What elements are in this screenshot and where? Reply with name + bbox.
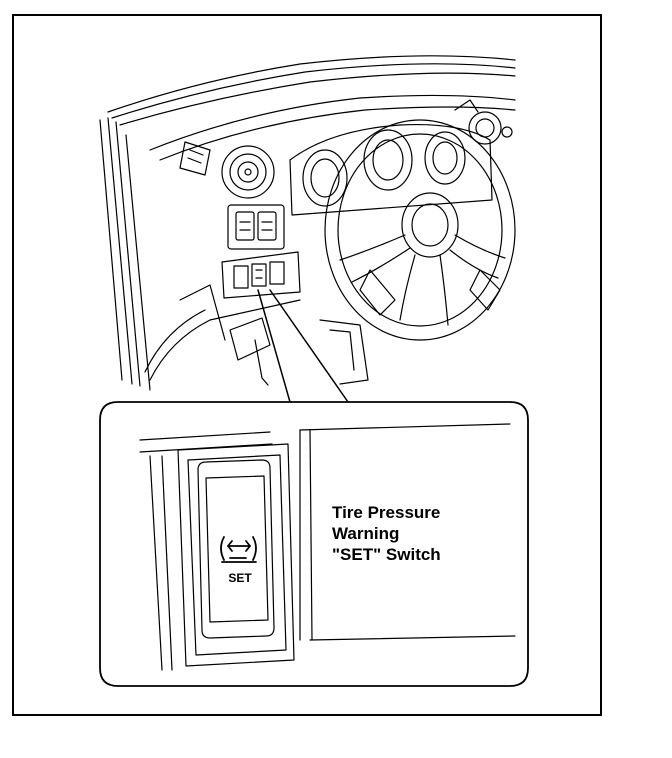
- tire-pressure-warning-icon: [220, 536, 257, 563]
- dashboard-top: [149, 94, 516, 176]
- steering-wheel: [324, 119, 516, 341]
- diagram-frame: [12, 14, 602, 716]
- lower-switch-row: [221, 251, 301, 299]
- set-switch: [197, 459, 275, 639]
- switch-housing: [139, 423, 516, 671]
- callout-line-2: Warning: [332, 524, 400, 543]
- upper-switch-panel: [227, 204, 285, 250]
- instrument-cluster: [289, 124, 493, 216]
- callout-leader: [257, 289, 349, 403]
- callout-bubble: [99, 401, 529, 687]
- left-air-vent: [221, 145, 275, 199]
- lower-dash: [144, 284, 369, 386]
- switch-label: SET: [228, 571, 252, 585]
- right-air-vent: [454, 99, 513, 145]
- callout-line-1: Tire Pressure: [332, 503, 441, 522]
- callout-line-3: "SET" Switch: [332, 545, 441, 564]
- callout-label: Tire Pressure Warning "SET" Switch: [332, 502, 512, 565]
- windshield-lines: [99, 55, 516, 391]
